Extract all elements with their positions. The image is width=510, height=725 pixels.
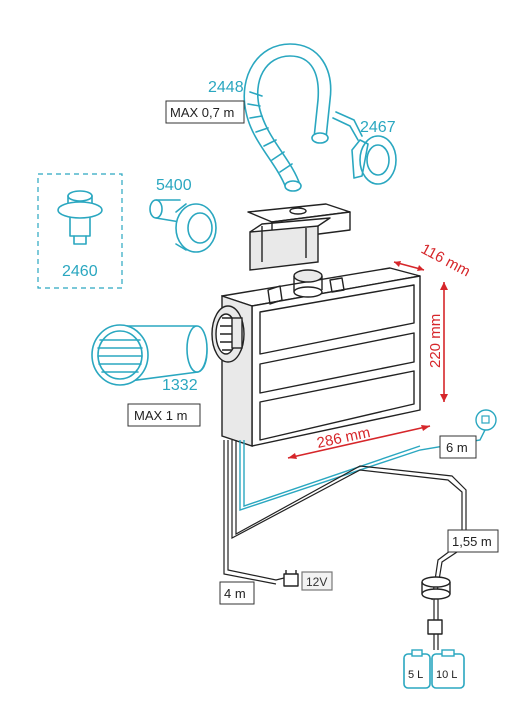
max-07-box [165, 100, 245, 124]
label-2460: 2460 [62, 263, 98, 280]
label-2467: 2467 [360, 119, 396, 136]
label-1332: 1332 [162, 377, 198, 394]
cable-6-box [439, 435, 477, 459]
heater-unit [211, 267, 421, 447]
mounting-bracket [247, 203, 351, 271]
label-max-1: MAX 1 m [134, 408, 187, 423]
cables [223, 409, 497, 601]
grille-1332 [91, 324, 208, 386]
battery-plug [283, 570, 299, 587]
dimension-lines [287, 261, 448, 459]
hose-2448 [243, 43, 332, 192]
label-5400: 5400 [156, 177, 192, 194]
label-tank-5: 5 L [408, 669, 423, 681]
cable-155-box [447, 529, 499, 553]
label-height: 220 mm [427, 314, 444, 368]
outlet-5400 [149, 199, 217, 253]
label-cable-155: 1,55 m [452, 534, 492, 549]
fuel-tanks [403, 649, 465, 689]
outlet-2467 [332, 111, 397, 185]
label-cable-6: 6 m [446, 440, 468, 455]
label-depth: 116 mm [418, 241, 473, 281]
max-1-box [127, 403, 201, 427]
cable-4-box [219, 581, 255, 605]
battery-box [301, 571, 333, 591]
label-tank-10: 10 L [436, 669, 457, 681]
label-max-07: MAX 0,7 m [170, 105, 234, 120]
label-cable-4: 4 m [224, 586, 246, 601]
label-2448: 2448 [208, 79, 244, 96]
label-battery: 12V [306, 575, 327, 589]
fuel-pump [421, 576, 451, 650]
part-2460-box [37, 173, 123, 289]
